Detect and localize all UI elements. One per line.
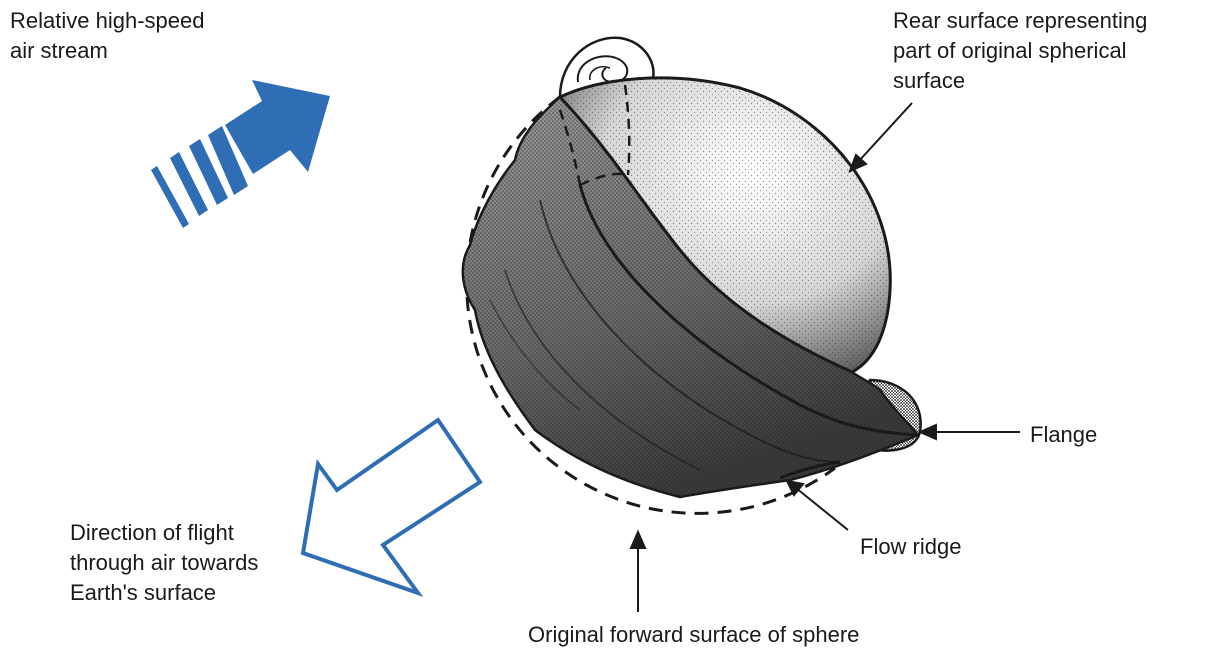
flow-ridge-label: Flow ridge <box>860 532 961 562</box>
air-stream-label-line-1: Relative high-speed <box>10 6 204 36</box>
forward-surface-pointer <box>631 532 645 612</box>
flange-pointer <box>920 425 1020 439</box>
rear-surface-label: Rear surface representing part of origin… <box>893 6 1147 96</box>
air-stream-label: Relative high-speed air stream <box>10 6 204 66</box>
forward-surface-label: Original forward surface of sphere <box>528 620 859 650</box>
rear-surface-label-line-2: part of original spherical <box>893 36 1147 66</box>
flow-ridge-pointer <box>787 481 848 530</box>
flight-direction-label-line-3: Earth's surface <box>70 578 258 608</box>
air-stream-arrow-icon <box>151 80 330 228</box>
air-stream-label-line-2: air stream <box>10 36 204 66</box>
flight-direction-label-line-1: Direction of flight <box>70 518 258 548</box>
flight-direction-arrow-icon <box>303 420 480 593</box>
tektite-body <box>463 38 921 497</box>
rear-surface-pointer <box>850 103 912 171</box>
flange-label: Flange <box>1030 420 1097 450</box>
flight-direction-label-line-2: through air towards <box>70 548 258 578</box>
rear-surface-label-line-3: surface <box>893 66 1147 96</box>
flight-direction-label: Direction of flight through air towards … <box>70 518 258 608</box>
rear-surface-label-line-1: Rear surface representing <box>893 6 1147 36</box>
